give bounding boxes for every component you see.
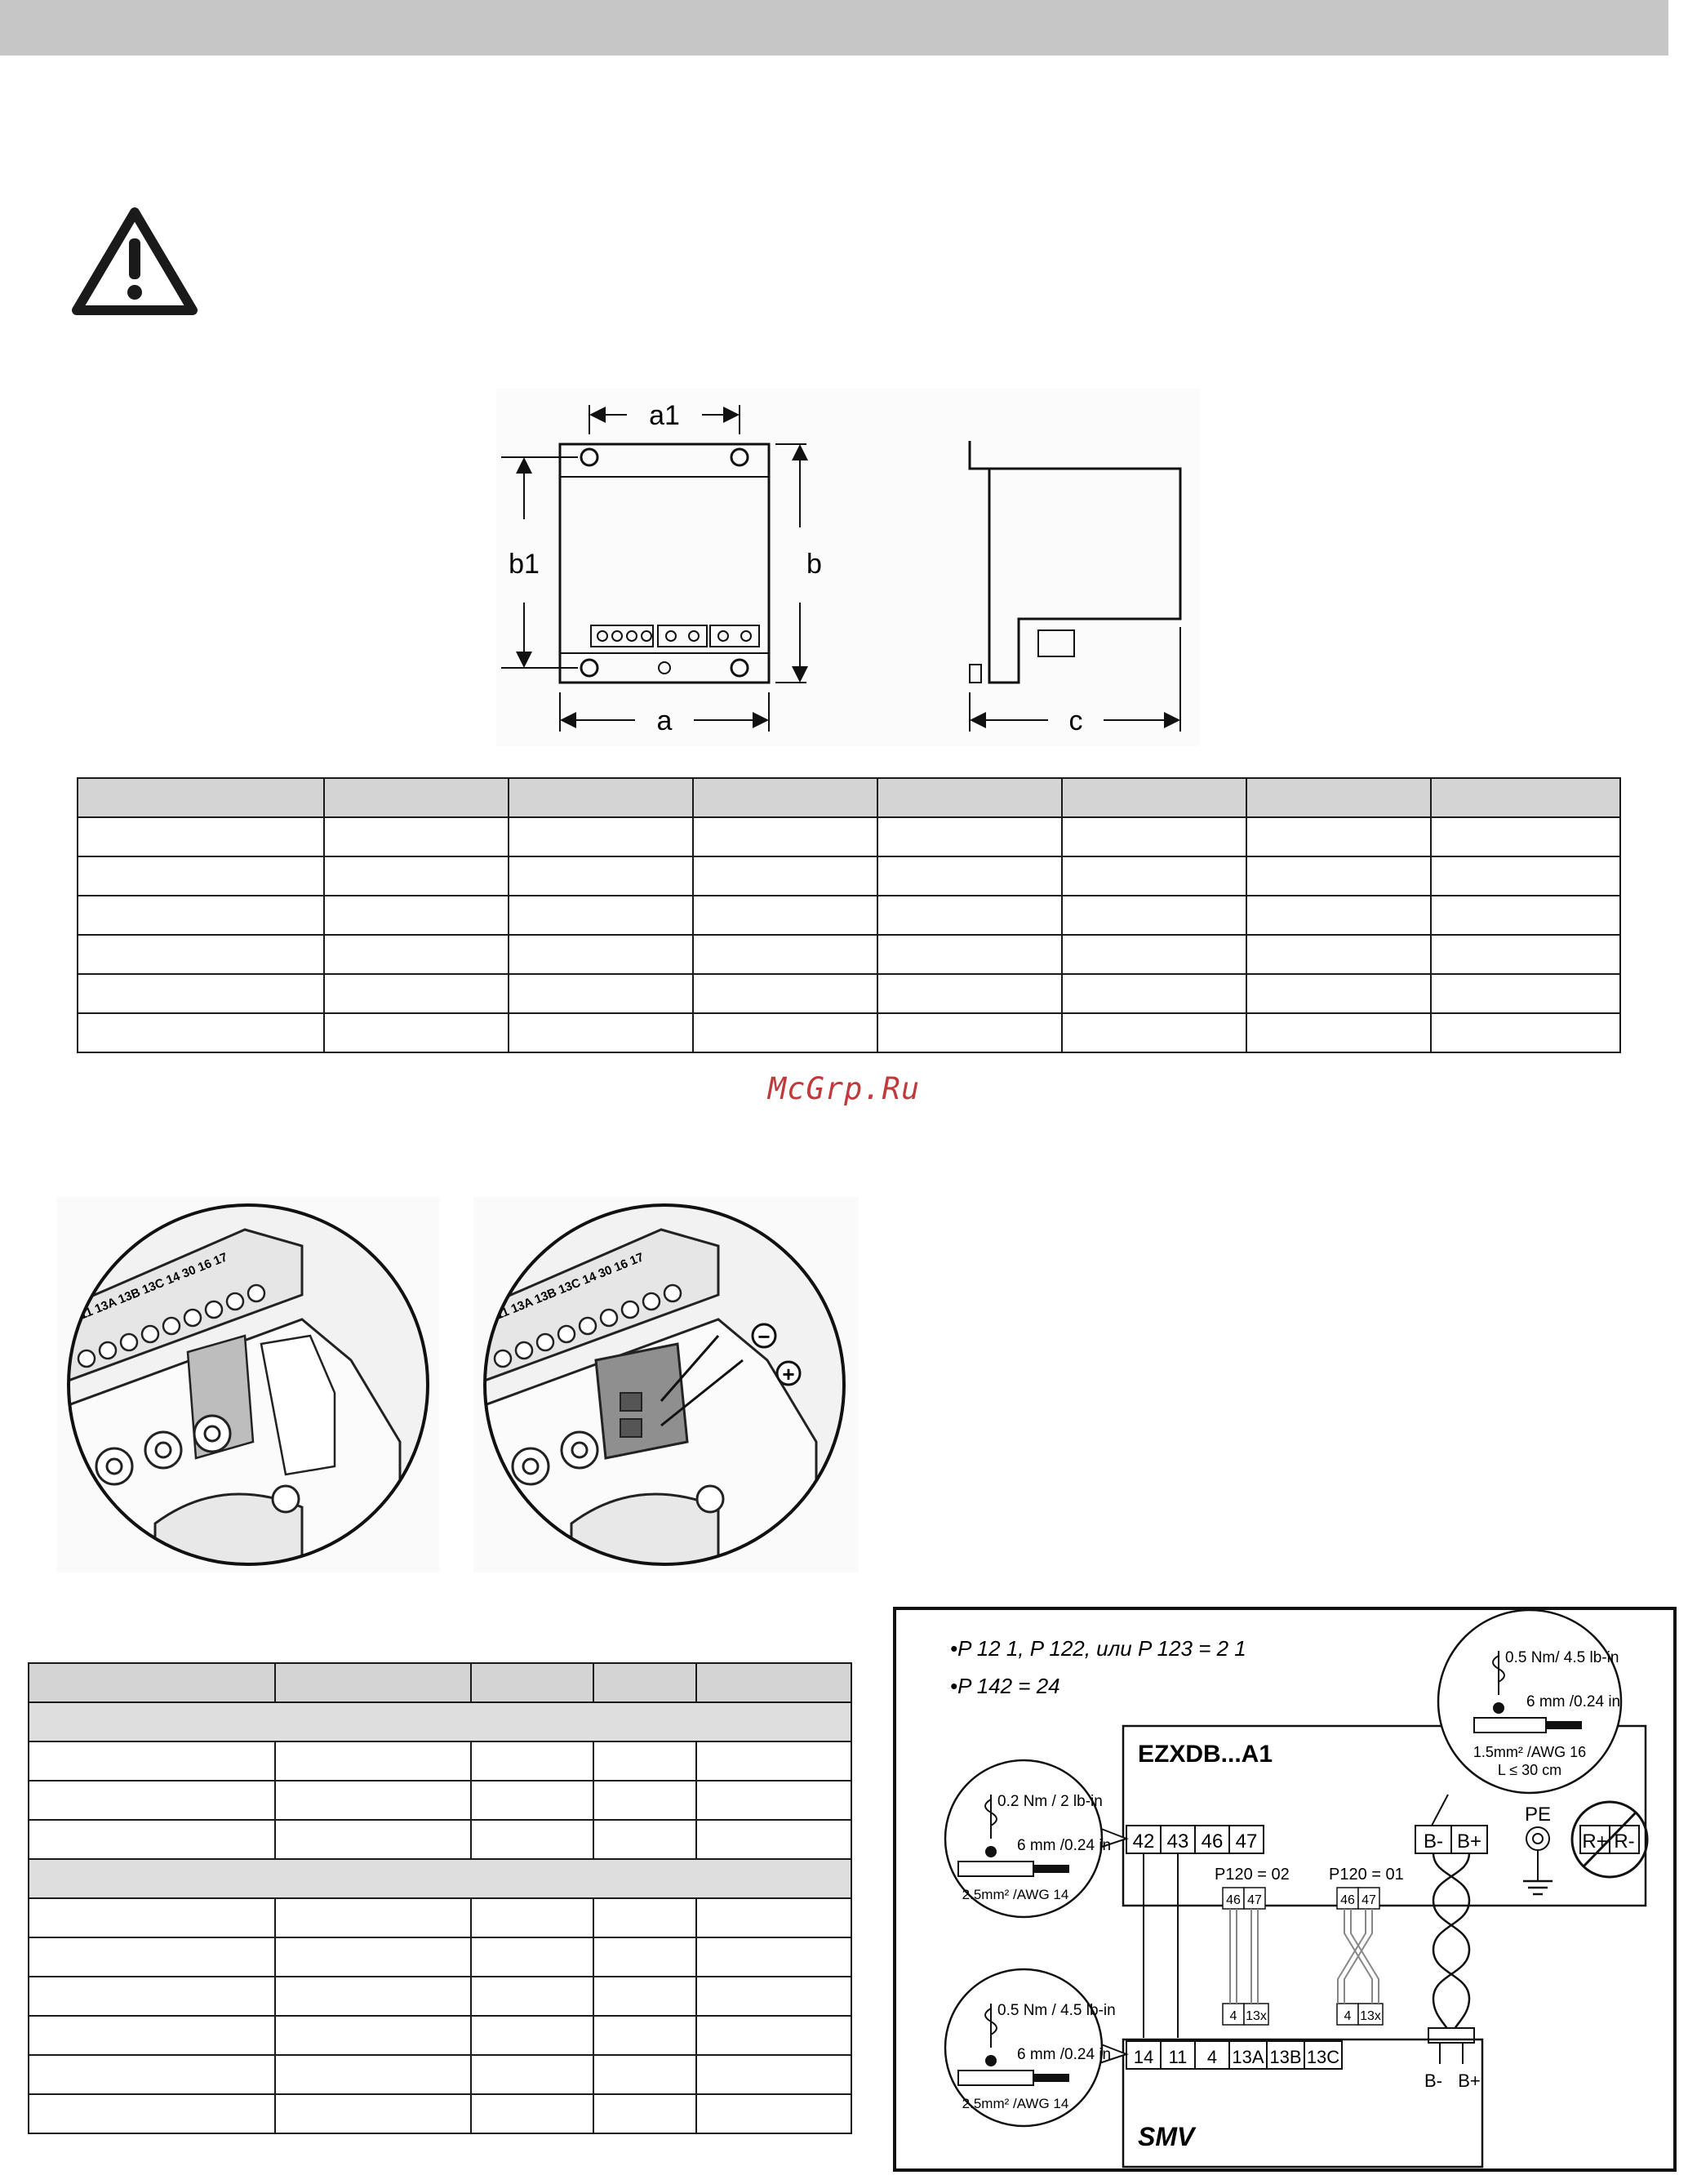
table-row xyxy=(28,1741,852,1781)
strip-length-top: 6 mm /0.24 in xyxy=(1017,1837,1111,1854)
warning-triangle-icon xyxy=(72,207,198,315)
label-b: b xyxy=(806,549,822,580)
awg14-label-bottom: 2.5mm² /AWG 14 xyxy=(962,2096,1069,2111)
label-a1: a1 xyxy=(649,400,680,431)
table-header-row xyxy=(28,1662,852,1703)
awg14-label-top: 2.5mm² /AWG 14 xyxy=(962,1887,1069,1902)
p01-4: 4 xyxy=(1344,2009,1352,2023)
p02-13x: 13x xyxy=(1246,2009,1267,2023)
strip-length-bottom: 6 mm /0.24 in xyxy=(1017,2046,1111,2063)
plus-label: + xyxy=(782,1362,794,1386)
table-row xyxy=(77,895,1621,936)
p120-02-label: P120 = 02 xyxy=(1215,1866,1290,1884)
bottom-b-minus: B- xyxy=(1424,2071,1442,2091)
terminal-43: 43 xyxy=(1167,1830,1189,1853)
p120-01-label: P120 = 01 xyxy=(1329,1866,1404,1884)
terminal-42: 42 xyxy=(1133,1830,1155,1853)
table-row xyxy=(28,1937,852,1977)
param-line-1: •P 12 1, P 122, или P 123 = 2 1 xyxy=(950,1636,1246,1661)
label-a: a xyxy=(657,705,673,736)
drive-terminal-13a: 13A xyxy=(1232,2047,1264,2067)
callout-control-wire-bottom xyxy=(944,1968,1104,2128)
length-label: L ≤ 30 cm xyxy=(1498,1762,1561,1778)
table-section-row xyxy=(28,1858,852,1899)
table-row xyxy=(77,1012,1621,1053)
terminal-r-minus: R- xyxy=(1614,1830,1634,1853)
not-used-icon xyxy=(1570,1800,1649,1879)
p02-4: 4 xyxy=(1230,2009,1237,2023)
table-row xyxy=(77,856,1621,896)
drive-terminal-13b: 13B xyxy=(1269,2047,1301,2067)
table-row xyxy=(28,1897,852,1938)
minus-label: − xyxy=(757,1324,770,1349)
p01-46: 46 xyxy=(1340,1893,1355,1907)
install-photo-module-fitted: 11 13A 13B 13C 14 30 16 17 − + xyxy=(473,1197,859,1572)
table-row xyxy=(28,1819,852,1860)
watermark: McGrp.Ru xyxy=(767,1071,921,1106)
table-row xyxy=(28,2015,852,2056)
label-c: c xyxy=(1069,705,1083,736)
p01-13x: 13x xyxy=(1360,2009,1381,2023)
awg16-label: 1.5mm² /AWG 16 xyxy=(1473,1744,1586,1760)
table-row xyxy=(77,973,1621,1014)
torque-label-02: 0.2 Nm / 2 lb-in xyxy=(997,1793,1103,1810)
drive-terminal-14: 14 xyxy=(1134,2047,1153,2067)
terminal-b-minus: B- xyxy=(1424,1830,1443,1853)
terminal-b-plus: B+ xyxy=(1457,1830,1481,1853)
p02-47: 47 xyxy=(1247,1893,1262,1907)
minus-marker xyxy=(751,1323,777,1349)
bottom-b-plus: B+ xyxy=(1458,2071,1481,2091)
plus-marker xyxy=(775,1360,802,1386)
terminal-46: 46 xyxy=(1202,1830,1224,1853)
pe-ground-icon xyxy=(1526,1826,1550,1851)
header-bar xyxy=(0,0,1668,56)
callout-control-wire-top xyxy=(944,1759,1104,1919)
wiring-diagram: •P 12 1, P 122, или P 123 = 2 1 •P 142 =… xyxy=(893,1607,1677,2172)
callout-bus-wire xyxy=(1437,1608,1623,1795)
drive-terminal-13c: 13C xyxy=(1307,2047,1339,2067)
terminal-r-plus: R+ xyxy=(1582,1830,1607,1853)
table-row xyxy=(28,2093,852,2134)
p01-47: 47 xyxy=(1362,1893,1376,1907)
label-b1: b1 xyxy=(509,549,540,580)
table-row xyxy=(28,1780,852,1821)
dimension-drawing: a1 b1 b a c xyxy=(496,389,1200,746)
torque-label-05-bottom: 0.5 Nm / 4.5 lb-in xyxy=(997,2002,1116,2019)
torque-label-bus: 0.5 Nm/ 4.5 lb-in xyxy=(1505,1649,1619,1666)
table-section-row xyxy=(28,1701,852,1742)
drive-terminal-4: 4 xyxy=(1207,2047,1217,2067)
strip-length-bus: 6 mm /0.24 in xyxy=(1526,1693,1620,1710)
install-photo-empty-slot: 11 13A 13B 13C 14 30 16 17 xyxy=(57,1197,439,1572)
dimensions-table xyxy=(77,777,1621,1053)
p02-46: 46 xyxy=(1226,1893,1241,1907)
table-row xyxy=(28,1976,852,2017)
terminal-47: 47 xyxy=(1236,1830,1258,1853)
table-row xyxy=(77,816,1621,857)
table-row xyxy=(77,934,1621,975)
drive-terminal-11: 11 xyxy=(1169,2047,1188,2067)
cable-spec-table xyxy=(28,1662,852,2134)
table-row xyxy=(28,2054,852,2095)
module-label: EZXDB...A1 xyxy=(1138,1741,1273,1768)
param-line-2: •P 142 = 24 xyxy=(950,1674,1060,1698)
table-header-row xyxy=(77,777,1621,818)
pe-label: PE xyxy=(1525,1804,1551,1826)
drive-label: SMV xyxy=(1138,2122,1197,2151)
